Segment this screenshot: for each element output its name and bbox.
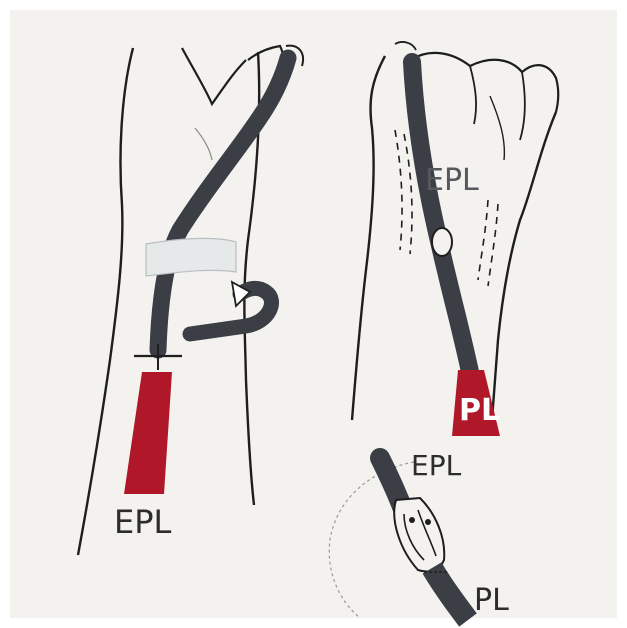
paper-background bbox=[10, 10, 617, 618]
inset-suture-knot-2 bbox=[425, 519, 431, 525]
label-pl-inset: PL bbox=[474, 586, 509, 616]
retinaculum-strip bbox=[146, 238, 236, 276]
label-epl-right: EPL bbox=[425, 166, 479, 196]
label-pl-right: PL bbox=[459, 396, 500, 426]
label-epl-left: EPL bbox=[114, 506, 171, 538]
inset-suture-knot-1 bbox=[409, 517, 415, 523]
weave-junction bbox=[432, 228, 452, 256]
label-epl-inset: EPL bbox=[411, 452, 461, 480]
